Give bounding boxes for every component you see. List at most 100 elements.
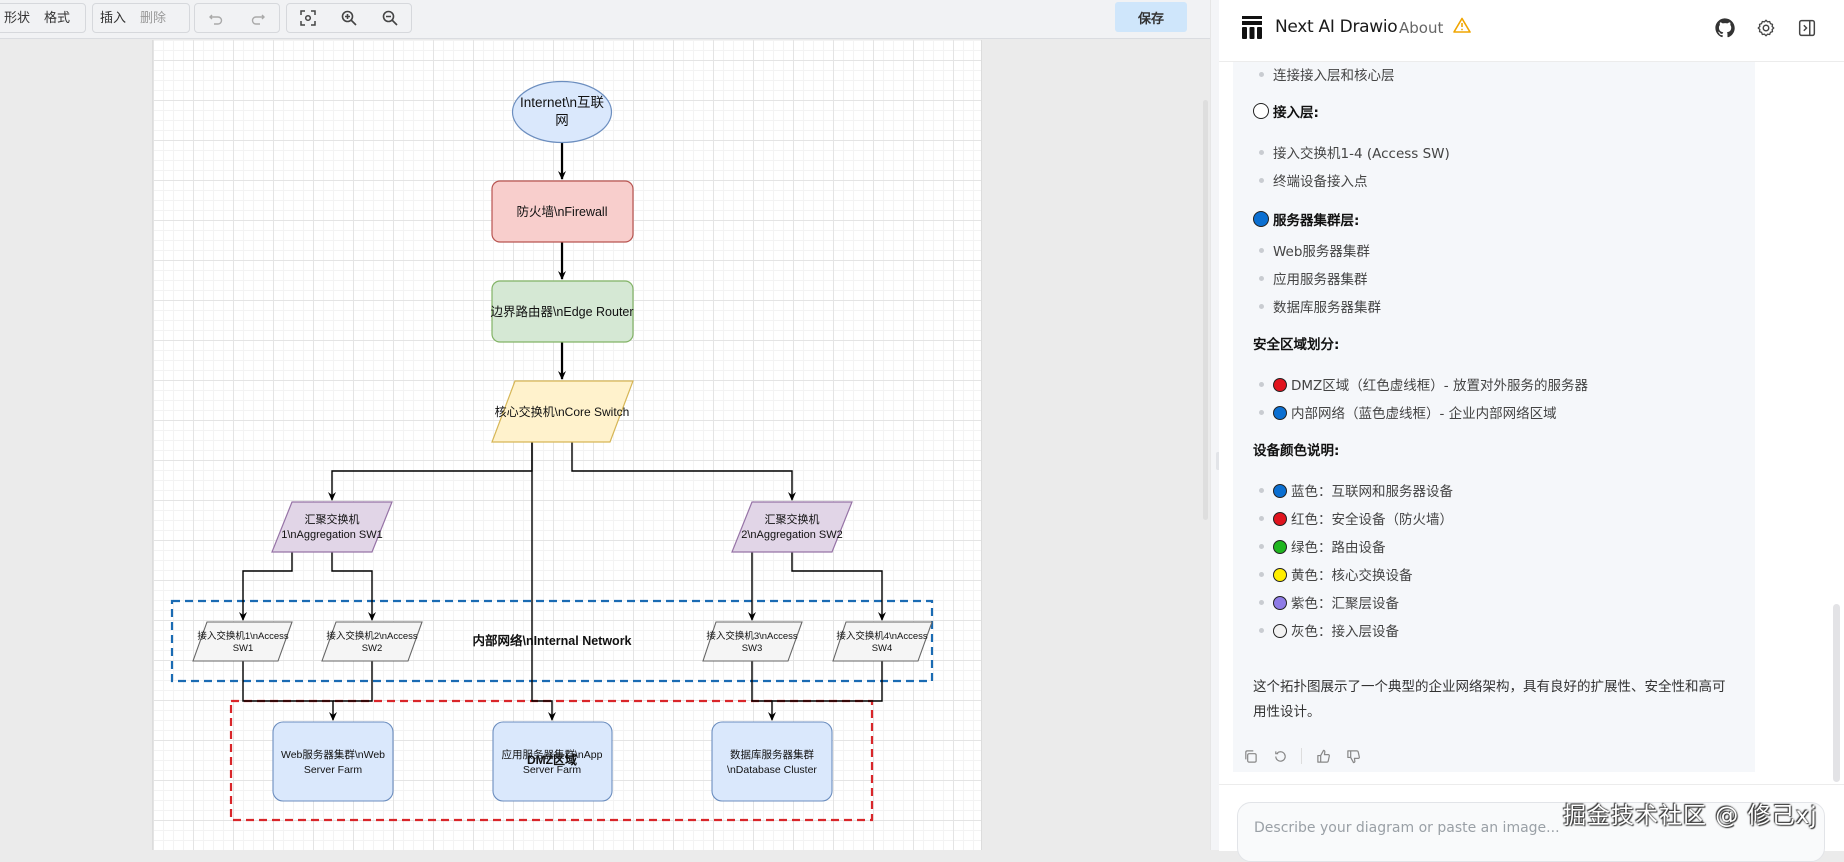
node-web-label-line1: Web服务器集群\nWeb: [281, 748, 385, 761]
delete-button[interactable]: 删除: [140, 10, 167, 25]
list-item: 接入交换机1-4 (Access SW): [1273, 142, 1450, 162]
list-item-text: 黄色：核心交换设备: [1291, 568, 1413, 584]
about-link[interactable]: About: [1399, 19, 1444, 37]
panel-divider[interactable]: [1210, 0, 1220, 850]
section-heading: 安全区域划分:: [1253, 333, 1339, 353]
dmz-zone[interactable]: [229, 699, 874, 822]
node-aggregation-sw2[interactable]: 汇聚交换机 2\nAggregation SW2: [731, 501, 853, 553]
node-internet[interactable]: Internet\n互联 网: [511, 80, 613, 144]
node-app-server-farm[interactable]: 应用服务器集群\nApp Server Farm: [492, 721, 613, 802]
warning-icon[interactable]: [1453, 17, 1471, 33]
section-heading: 接入层:: [1253, 101, 1319, 121]
color-dot-icon: [1253, 211, 1269, 227]
node-access-sw1[interactable]: 接入交换机1\nAccess SW1: [192, 621, 293, 662]
node-core-switch-label: 核心交换机\nCore Switch: [495, 404, 630, 419]
list-item-text: 接入交换机1-4 (Access SW): [1273, 146, 1450, 162]
thumbs-up-icon[interactable]: [1314, 747, 1332, 765]
list-item: 紫色：汇聚层设备: [1273, 592, 1399, 612]
list-item-text: Web服务器集群: [1273, 244, 1370, 260]
edge-acc2-web: [333, 661, 373, 702]
thumbs-down-icon[interactable]: [1344, 747, 1362, 765]
edge-agg1-acc1: [239, 552, 293, 621]
section-heading-text: 服务器集群层:: [1273, 213, 1360, 229]
message-summary: 这个拓扑图展示了一个典型的企业网络架构，具有良好的扩展性、安全性和高可用性设计。: [1253, 679, 1726, 720]
undo-icon[interactable]: [201, 4, 231, 32]
zoom-out-icon[interactable]: [375, 4, 405, 32]
internal-network-zone-label: 内部网络\nInternal Network: [472, 633, 631, 648]
node-agg2-label-line2: 2\nAggregation SW2: [741, 529, 843, 541]
node-web-server-farm[interactable]: Web服务器集群\nWeb Server Farm: [272, 721, 394, 802]
list-bullet: [1259, 488, 1264, 493]
list-item-text: 内部网络（蓝色虚线框）- 企业内部网络区域: [1291, 406, 1557, 422]
color-dot-icon: [1273, 406, 1287, 420]
node-edge-router[interactable]: 边界路由器\nEdge Router: [490, 280, 634, 343]
color-dot-icon: [1273, 378, 1287, 392]
section-heading-text: 安全区域划分:: [1253, 337, 1340, 353]
node-firewall-label: 防火墙\nFirewall: [517, 204, 608, 219]
toolbar-group-view: 形状 格式: [0, 3, 86, 33]
list-item: 灰色：接入层设备: [1273, 620, 1399, 640]
save-button[interactable]: 保存: [1115, 2, 1187, 32]
list-item-text: 紫色：汇聚层设备: [1291, 596, 1399, 612]
list-bullet: [1259, 382, 1264, 387]
list-item-text: 应用服务器集群: [1273, 272, 1368, 288]
node-database-cluster[interactable]: 数据库服务器集群 \nDatabase Cluster: [711, 721, 833, 802]
app-logo-icon: [1242, 16, 1262, 39]
format-button[interactable]: 格式: [44, 10, 71, 25]
node-firewall[interactable]: 防火墙\nFirewall: [491, 180, 634, 243]
app-title: Next AI Drawio: [1275, 17, 1398, 37]
list-item: 终端设备接入点: [1273, 170, 1368, 190]
diagram-page[interactable]: [152, 40, 982, 850]
edge-core-app: [531, 442, 556, 721]
collapse-panel-icon[interactable]: [1796, 17, 1818, 39]
zoom-in-icon[interactable]: [334, 4, 364, 32]
node-core-switch[interactable]: 核心交换机\nCore Switch: [491, 380, 634, 443]
node-db-label-line1: 数据库服务器集群: [730, 748, 814, 761]
node-access-sw3[interactable]: 接入交换机3\nAccess SW3: [702, 621, 803, 662]
node-acc4-label-line1: 接入交换机4\nAccess: [836, 630, 928, 642]
node-access-sw2[interactable]: 接入交换机2\nAccess SW2: [321, 621, 423, 662]
fit-screen-icon[interactable]: [293, 4, 323, 32]
edge-acc3-db: [751, 661, 776, 721]
color-dot-icon: [1273, 568, 1287, 582]
node-acc3-label-line2: SW3: [742, 643, 763, 654]
internal-network-zone[interactable]: [170, 599, 934, 683]
node-acc3-label-line1: 接入交换机3\nAccess: [706, 630, 798, 642]
chat-scrollbar[interactable]: [1833, 604, 1840, 782]
message-actions: [1241, 744, 1362, 768]
section-heading-text: 设备颜色说明:: [1253, 443, 1340, 459]
list-bullet: [1259, 516, 1264, 521]
color-dot-icon: [1273, 512, 1287, 526]
chat-panel: Next AI Drawio About 连接接入层和核心层接入层:接入交换机1…: [1219, 0, 1844, 862]
list-item-text: 红色：安全设备（防火墙）: [1291, 512, 1453, 528]
diagram-editor: 形状 格式 插入 删除 保存 内部网络\nInternal Network: [0, 0, 1210, 850]
panel-header: Next AI Drawio About: [1219, 0, 1844, 62]
chat-messages: 连接接入层和核心层接入层:接入交换机1-4 (Access SW)终端设备接入点…: [1219, 62, 1844, 772]
regenerate-icon[interactable]: [1271, 747, 1289, 765]
node-acc2-label-line2: SW2: [362, 643, 383, 654]
insert-button[interactable]: 插入: [100, 10, 127, 25]
edge-core-agg1: [328, 442, 533, 501]
node-aggregation-sw1[interactable]: 汇聚交换机 1\nAggregation SW1: [271, 501, 393, 553]
edge-acc1-web: [242, 661, 337, 721]
list-bullet: [1259, 72, 1264, 77]
color-dot-icon: [1273, 540, 1287, 554]
editor-scrollbar[interactable]: [1203, 100, 1208, 520]
color-dot-icon: [1273, 484, 1287, 498]
list-item-text: 数据库服务器集群: [1273, 300, 1381, 316]
node-acc1-label-line2: SW1: [233, 643, 254, 654]
settings-icon[interactable]: [1755, 17, 1777, 39]
list-item: Web服务器集群: [1273, 240, 1370, 260]
node-app-label-line1: 应用服务器集群\nApp: [502, 748, 603, 761]
node-db-label-line2: \nDatabase Cluster: [727, 764, 817, 776]
section-heading: 服务器集群层:: [1253, 209, 1359, 229]
copy-icon[interactable]: [1241, 747, 1259, 765]
diagram-canvas[interactable]: 内部网络\nInternal Network Internet\n互联 网 防火…: [0, 0, 1210, 850]
github-icon[interactable]: [1714, 17, 1736, 39]
list-item-text: 终端设备接入点: [1273, 174, 1368, 190]
shape-button[interactable]: 形状: [4, 10, 31, 25]
node-agg1-label-line1: 汇聚交换机: [305, 512, 360, 526]
toolbar-group-zoom: [286, 3, 412, 33]
node-access-sw4[interactable]: 接入交换机4\nAccess SW4: [832, 621, 933, 662]
redo-icon[interactable]: [243, 4, 273, 32]
